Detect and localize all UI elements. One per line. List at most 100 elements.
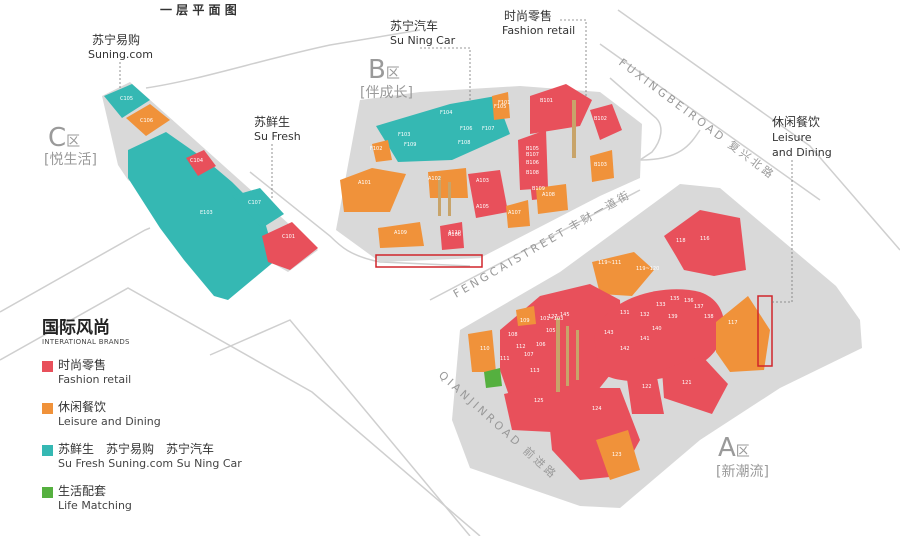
legend-label-en: Su Fresh Suning.com Su Ning Car [58,457,242,470]
unit-label: 113 [530,368,540,374]
unit-label: 117 [728,320,738,326]
unit-label: B107 [526,152,539,158]
road-lines [0,9,900,536]
unit-125[interactable] [504,384,552,432]
unit-label: 109 [520,318,530,324]
unit-label: 105 [546,328,556,334]
unit-a101[interactable] [340,168,406,212]
unit-label: 122 [642,384,652,390]
unit-label: F108 [458,140,470,146]
unit-small-orange[interactable] [516,306,536,326]
unit-label: 106 [536,342,546,348]
unit-label: B103 [594,162,607,168]
callout-leisure-en2: and Dining [772,146,832,159]
legend-label-cn: 生活配套 [58,484,107,498]
unit-label: 127 [548,314,558,320]
unit-label: 135 [670,296,680,302]
unit-c106[interactable] [126,104,170,136]
callout-fashion-retail-en: Fashion retail [502,24,575,37]
highlight-box-b [375,254,483,268]
unit-116-118[interactable] [664,210,746,276]
callout-su-fresh-cn: 苏鲜生 [254,115,290,129]
unit-label: F107 [482,126,494,132]
zone-b-buildings [340,84,622,250]
zone-c-buildings [104,84,318,300]
unit-label: A109 [394,230,407,236]
unit-label: C106 [140,118,153,124]
unit-a105[interactable] [468,170,508,218]
unit-label: C105 [120,96,133,102]
unit-e103[interactable] [128,132,276,300]
unit-label: 112 [516,344,526,350]
unit-121[interactable] [662,356,728,414]
zone-b-letter: B区 [368,55,400,85]
unit-label: 108 [508,332,518,338]
unit-117[interactable] [716,296,770,372]
highlight-box-a [757,295,773,367]
legend-label-cn: 休闲餐饮 [58,400,107,414]
unit-119-111[interactable] [592,252,654,296]
unit-c105[interactable] [104,84,150,118]
unit-label: F101 [498,100,510,106]
unit-label: 139 [668,314,678,320]
unit-b103[interactable] [590,150,614,182]
unit-123[interactable] [596,430,640,480]
zone-a-sub: [新潮流] [716,464,769,480]
legend-item-fashion: 时尚零售 Fashion retail [42,358,272,400]
unit-a107[interactable] [506,200,530,228]
unit-c104[interactable] [186,150,216,176]
unit-a110[interactable] [440,222,464,250]
unit-life-matching[interactable] [484,368,502,388]
page-title: 一 层 平 面 图 [160,3,237,17]
unit-b102[interactable] [590,104,622,140]
unit-label: 124 [592,406,602,412]
zone-a-poles [556,318,579,392]
unit-c101[interactable] [262,222,318,270]
unit-label: A110 [448,230,461,236]
unit-label: 116 [700,236,710,242]
legend-label-en: Life Matching [58,499,132,512]
unit-label: 119~111 [598,260,621,266]
unit-a108[interactable] [536,184,568,214]
unit-f-block[interactable] [376,96,510,162]
legend: 国际风尚 INTERATIONAL BRANDS 时尚零售 Fashion re… [42,318,272,526]
unit-label: A106 [448,232,461,238]
zone-a-buildings [468,210,770,480]
unit-f105[interactable] [492,92,510,120]
unit-f102[interactable] [372,140,392,162]
legend-label-cn: 时尚零售 [58,358,107,372]
unit-label: C107 [248,200,261,206]
unit-label: 123 [612,452,622,458]
zone-c-letter: C区 [48,123,80,153]
unit-label: 137 [694,304,704,310]
unit-b107[interactable] [518,130,548,190]
unit-a109[interactable] [378,222,424,248]
unit-c107[interactable] [232,188,284,228]
legend-swatch-brands [42,445,53,456]
unit-107-small[interactable] [468,330,496,372]
unit-ellipse-center[interactable] [594,289,725,382]
callout-su-ning-car-cn: 苏宁汽车 [390,18,438,33]
unit-label: A105 [476,204,489,210]
unit-label: B106 [526,160,539,166]
unit-label: C101 [282,234,295,240]
unit-label: 140 [652,326,662,332]
unit-label: B102 [594,116,607,122]
unit-label: 121 [682,380,692,386]
legend-label-en: Fashion retail [58,373,132,386]
callout-su-ning-car-en: Su Ning Car [390,34,456,47]
unit-label: 145 [560,312,570,318]
unit-label: F106 [460,126,472,132]
unit-b101[interactable] [530,84,592,134]
unit-label: B108 [526,170,539,176]
unit-label: 131 [620,310,630,316]
callout-su-fresh-en: Su Fresh [254,130,301,143]
callout-leisure-en1: Leisure [772,131,812,144]
zone-c-sub: [悦生活] [44,152,97,168]
unit-122[interactable] [626,372,664,414]
road-fuxing: FUXINGBEIROAD复兴北路 [616,55,778,182]
legend-item-life: 生活配套 Life Matching [42,484,272,526]
unit-label: F103 [398,132,410,138]
unit-label: A108 [542,192,555,198]
